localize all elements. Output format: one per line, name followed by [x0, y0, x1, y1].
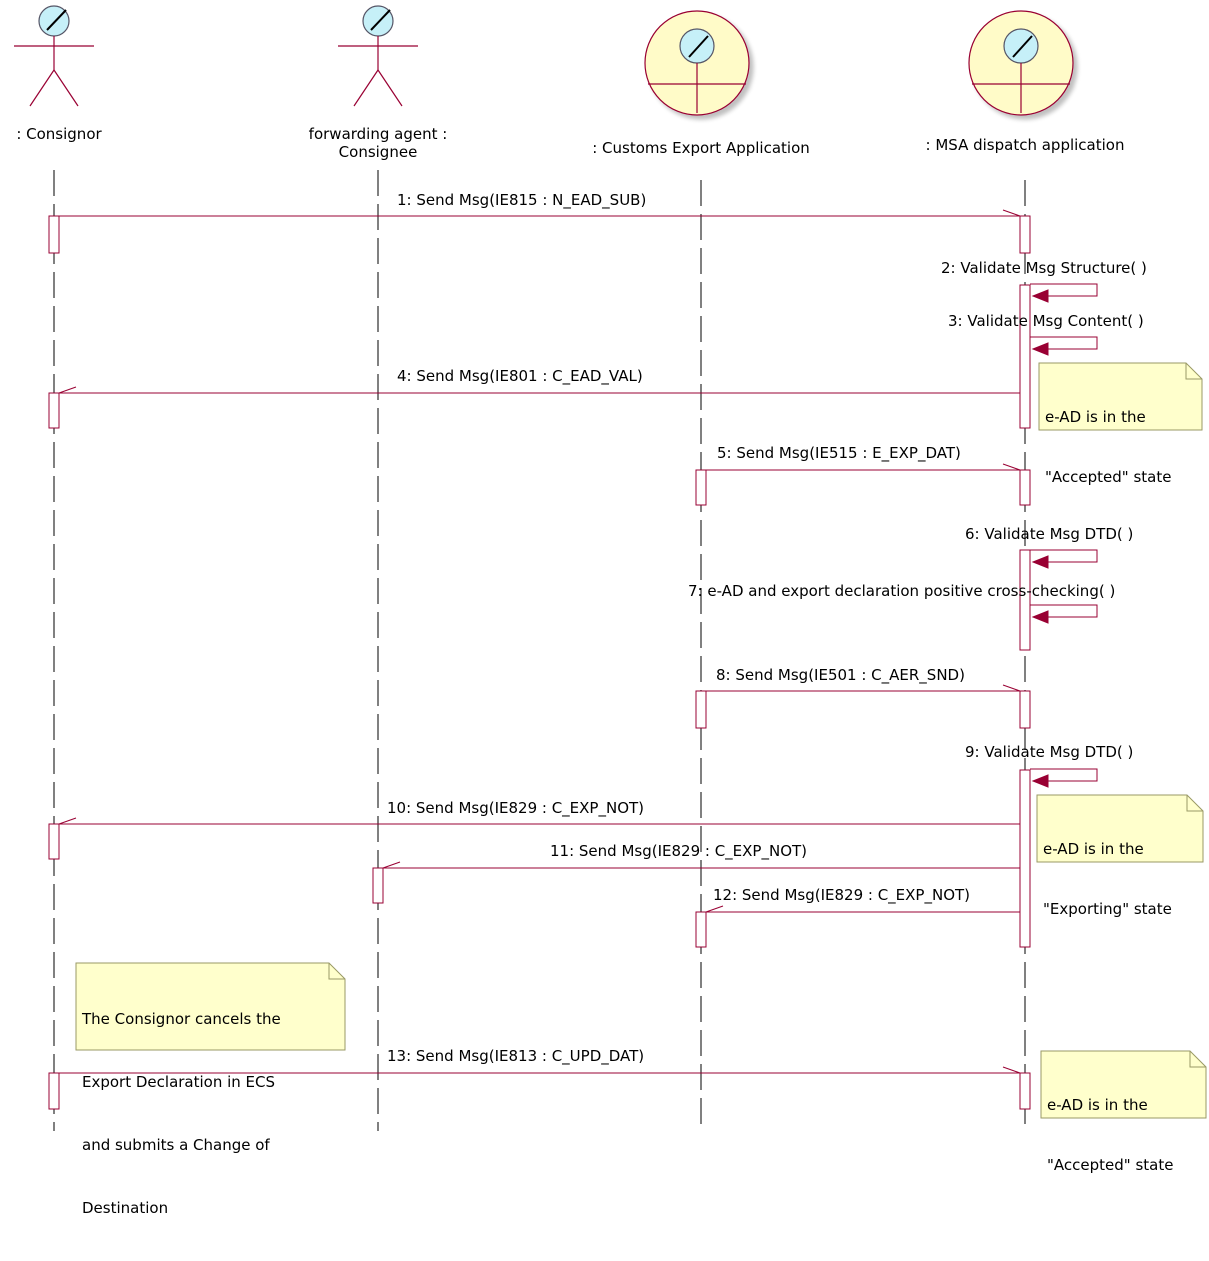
actor-consignor-icon: [14, 5, 94, 107]
activation-bar: [1019, 690, 1031, 729]
activation-bar: [695, 469, 707, 506]
msa-dispatch-boundary-icon: [968, 10, 1074, 116]
note-line: Destination: [82, 1199, 169, 1217]
participant-name-line: Consignee: [338, 143, 418, 161]
activation-bar: [1019, 549, 1031, 651]
note-accepted-1: [1038, 362, 1203, 431]
message-label: 3: Validate Msg Content( ): [948, 312, 1144, 330]
participant-name-line: forwarding agent :: [308, 125, 448, 143]
activation-bar: [48, 823, 60, 860]
activation-bar: [48, 392, 60, 429]
actor-forwarding-agent-icon: [338, 5, 418, 107]
note-text-accepted-1: e-AD is in the "Accepted" state: [1045, 367, 1171, 527]
note-line: The Consignor cancels the: [82, 1010, 281, 1028]
activation-bar: [695, 690, 707, 729]
diagram-canvas: [14, 5, 1207, 1131]
message-label: 1: Send Msg(IE815 : N_EAD_SUB): [397, 191, 647, 209]
message-label: 9: Validate Msg DTD( ): [965, 743, 1134, 761]
message-label: 10: Send Msg(IE829 : C_EXP_NOT): [387, 799, 645, 817]
notes: [75, 362, 1207, 1119]
activation-bar: [1019, 1072, 1031, 1110]
self-message-arrow: [1030, 604, 1098, 618]
self-message-arrow: [1030, 768, 1098, 782]
message-label: 6: Validate Msg DTD( ): [965, 525, 1134, 543]
note-line: Export Declaration in ECS: [82, 1073, 276, 1091]
note-text-exporting: e-AD is in the "Exporting" state: [1043, 799, 1172, 959]
note-line: e-AD is in the: [1047, 1096, 1148, 1114]
activation-bar: [1019, 769, 1031, 948]
participant-name-msa-dispatch: : MSA dispatch application: [925, 136, 1125, 154]
activation-bar: [1019, 284, 1031, 429]
note-line: and submits a Change of: [82, 1136, 270, 1154]
activation-bar: [695, 911, 707, 948]
message-label: 5: Send Msg(IE515 : E_EXP_DAT): [717, 444, 961, 462]
activation-bar: [1019, 215, 1031, 254]
participant-name-consignor: : Consignor: [16, 125, 102, 143]
note-exporting: [1036, 794, 1204, 863]
note-consignor-cancels: [75, 962, 346, 1051]
participant-name-forwarding-agent: forwarding agent : Consignee: [288, 125, 468, 161]
note-text-consignor-cancels: The Consignor cancels the Export Declara…: [82, 967, 281, 1261]
note-line: e-AD is in the: [1043, 840, 1144, 858]
note-accepted-2: [1040, 1050, 1207, 1119]
message-arrows: [58, 209, 1098, 1074]
activation-bar: [1019, 469, 1031, 506]
activation-bar: [372, 867, 384, 904]
message-label: 8: Send Msg(IE501 : C_AER_SND): [716, 666, 965, 684]
self-message-arrow: [1030, 283, 1098, 297]
message-label: 7: e-AD and export declaration positive …: [688, 582, 1116, 600]
self-message-arrow: [1030, 549, 1098, 563]
note-line: "Accepted" state: [1045, 468, 1172, 486]
activation-bar: [48, 1072, 60, 1110]
activation-bar: [48, 215, 60, 254]
participant-name-customs-export: : Customs Export Application: [592, 139, 810, 157]
customs-export-boundary-icon: [644, 10, 750, 116]
activation-bars: [48, 215, 1031, 1110]
note-line: e-AD is in the: [1045, 408, 1146, 426]
self-message-arrow: [1030, 336, 1098, 350]
note-line: "Accepted" state: [1047, 1156, 1174, 1174]
message-label: 13: Send Msg(IE813 : C_UPD_DAT): [387, 1047, 645, 1065]
sequence-diagram: : Consignor forwarding agent : Consignee…: [14, 5, 1207, 1217]
message-label: 12: Send Msg(IE829 : C_EXP_NOT): [713, 886, 971, 904]
note-text-accepted-2: e-AD is in the "Accepted" state: [1047, 1055, 1173, 1215]
message-label: 2: Validate Msg Structure( ): [941, 259, 1147, 277]
message-label: 4: Send Msg(IE801 : C_EAD_VAL): [397, 367, 643, 385]
note-line: "Exporting" state: [1043, 900, 1172, 918]
message-label: 11: Send Msg(IE829 : C_EXP_NOT): [550, 842, 808, 860]
